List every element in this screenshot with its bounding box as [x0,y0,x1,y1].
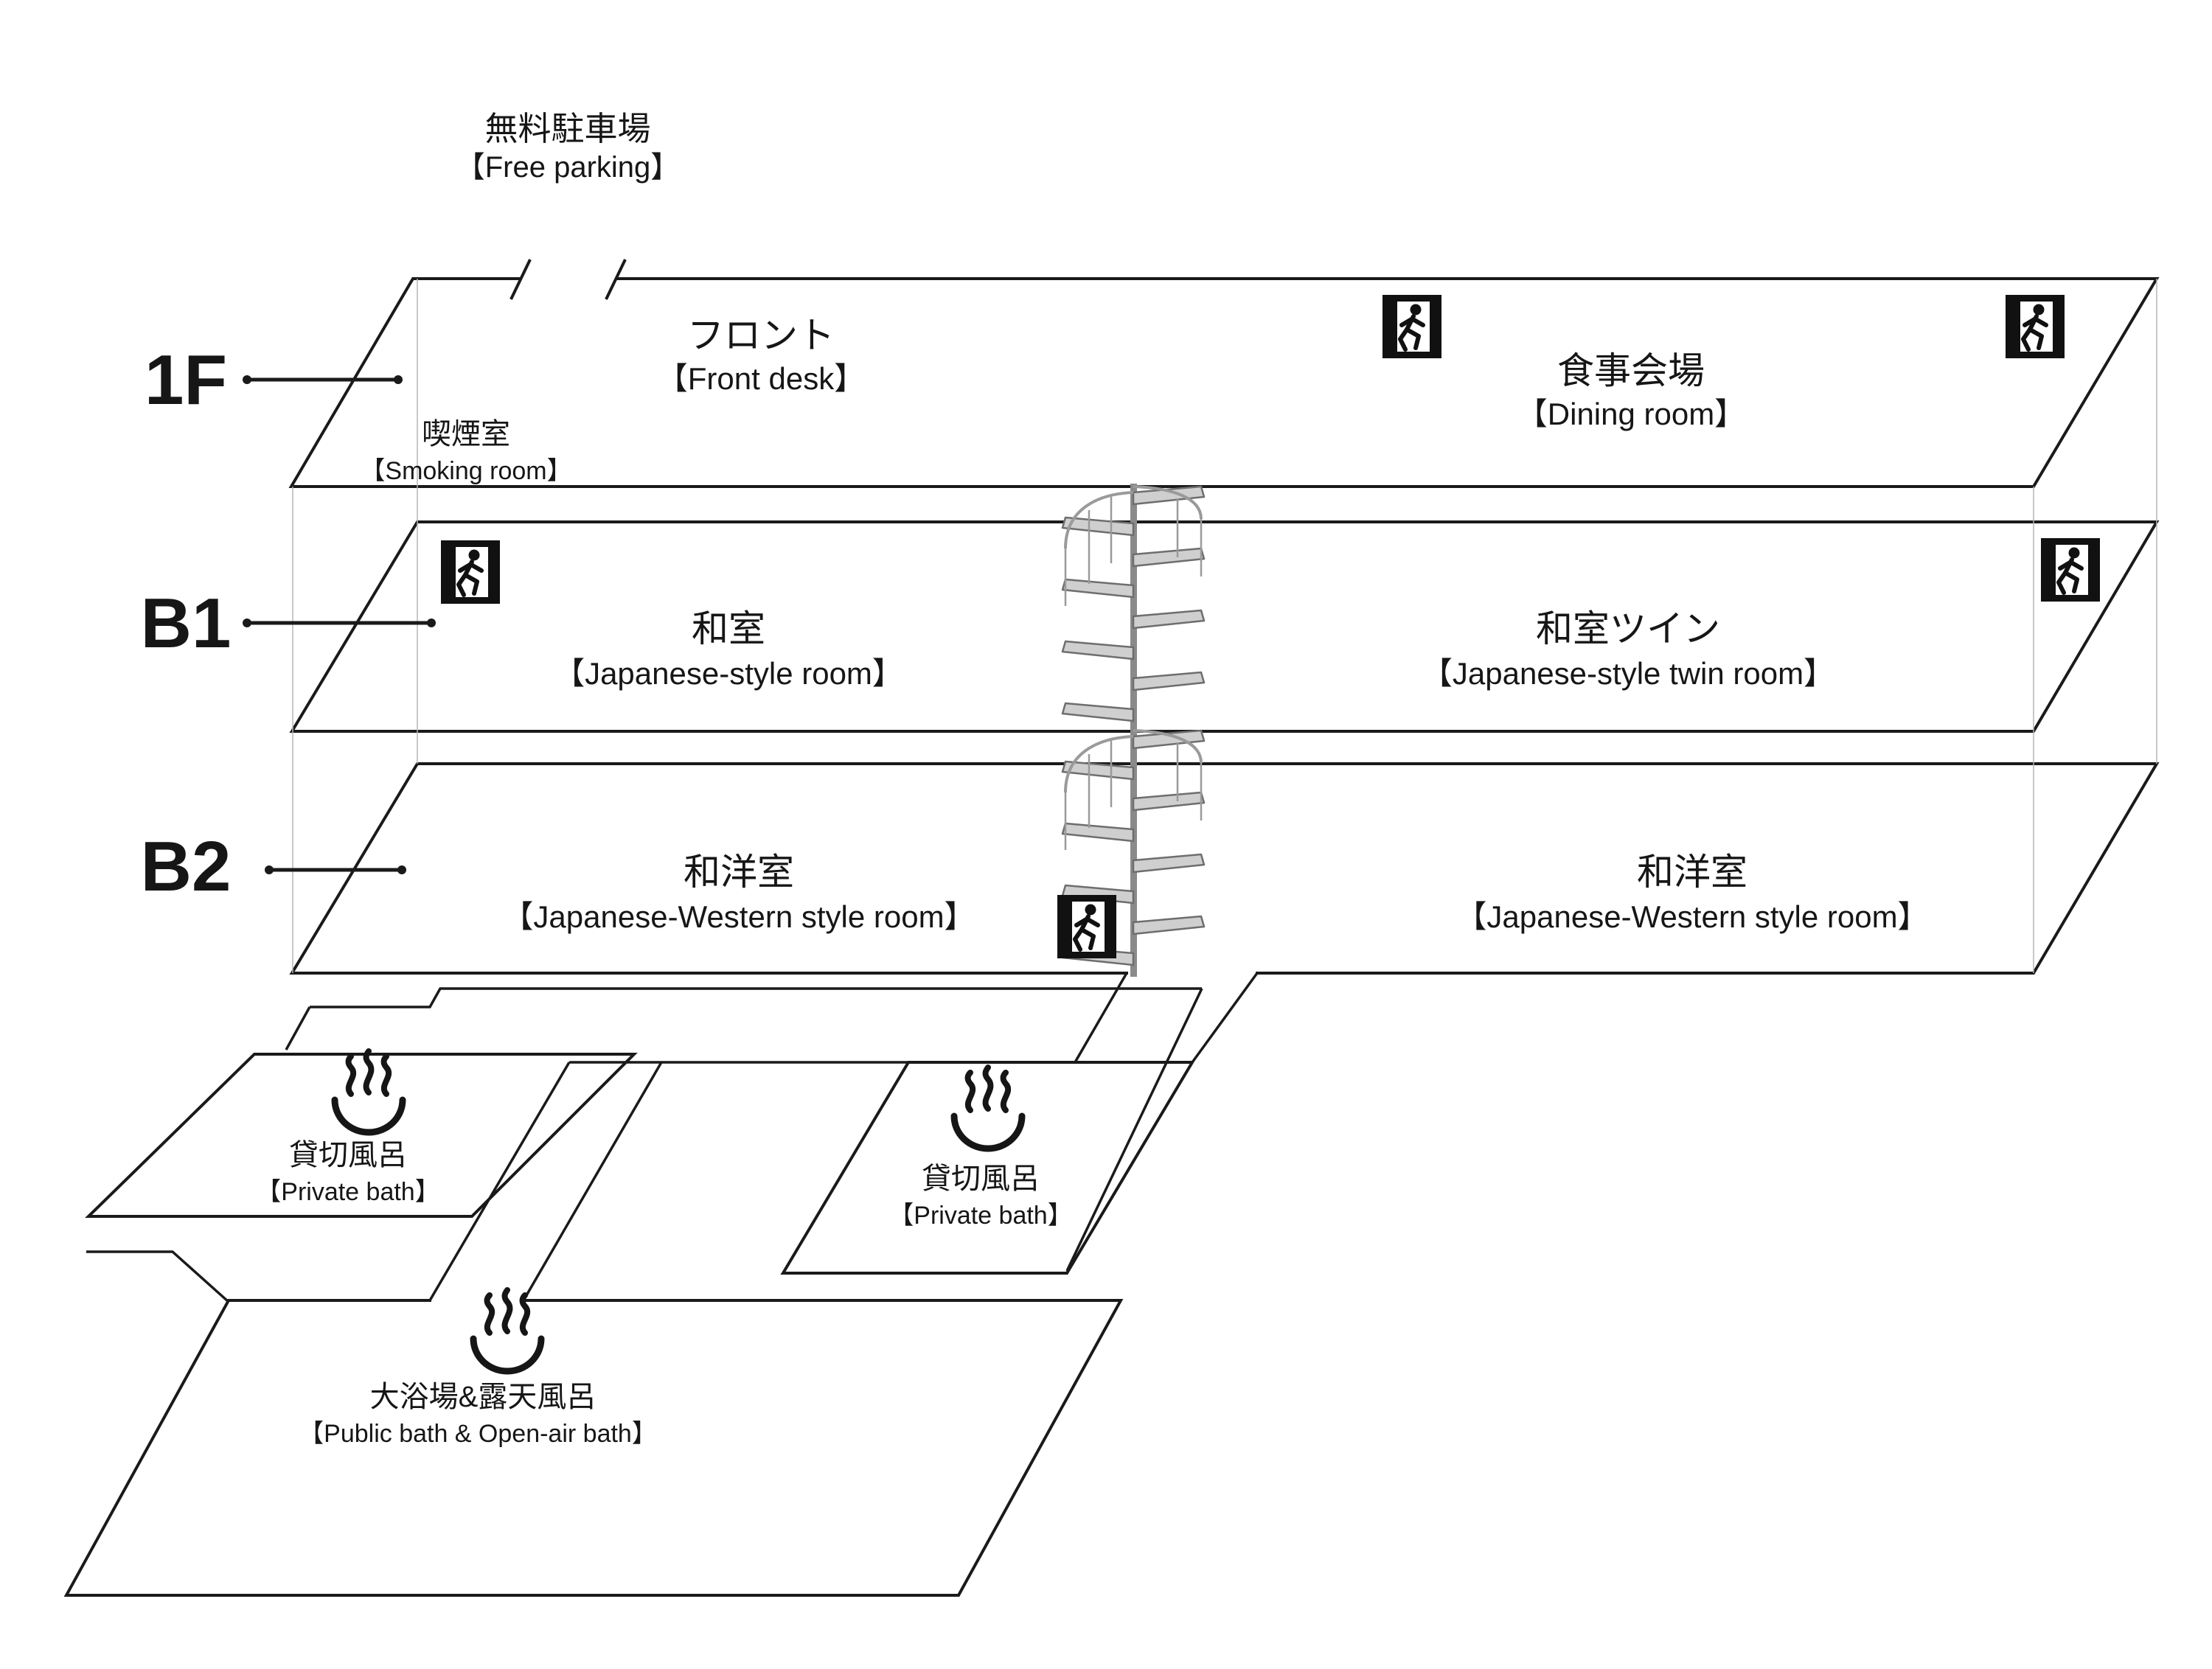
break-marks [509,259,627,300]
twin-room-label-jp: 和室ツイン [1536,608,1720,649]
smoking-room-label-en: 【Smoking room】 [360,457,571,485]
public-bath-label-en: 【Public bath & Open-air bath】 [299,1420,657,1448]
private-bath-2-label-en: 【Private bath】 [888,1202,1072,1230]
b2-corridor-gap [1128,967,1256,979]
floor-slab-b1 [289,520,2160,733]
exit-icon-b2 [1057,895,1116,958]
connector-corridors [86,972,1259,1303]
parking-label-en: 【Free parking】 [456,151,681,184]
private-bath-1-area [85,1053,638,1218]
japanese-room-label-en: 【Japanese-style room】 [554,656,903,691]
western-room-right-label-en: 【Japanese-Western style room】 [1455,899,1928,934]
corner-connector-lines [292,279,2157,973]
dining-room-label-jp: 食事会場 [1557,350,1705,391]
floor-slab-1f [288,277,2160,488]
japanese-room-label-jp: 和室 [692,608,765,649]
parking-label-jp: 無料駐車場 [484,110,650,147]
smoking-room-label-jp: 喫煙室 [422,418,510,450]
floor-slab-b2 [289,762,2160,975]
exit-icon-b1-left [441,540,500,604]
public-bath-corridor-gap [431,1295,522,1306]
dining-room-label-en: 【Dining room】 [1517,397,1745,431]
private-bath-2-label-jp: 貸切風呂 [922,1163,1040,1195]
floor-label-1f: 1F [145,341,227,419]
public-bath-label-jp: 大浴場&露天風呂 [370,1381,597,1413]
front-desk-label-en: 【Front desk】 [657,361,865,396]
leader-dots [243,375,436,874]
western-room-right-label-jp: 和洋室 [1637,851,1747,893]
twin-room-label-en: 【Japanese-style twin room】 [1422,656,1834,691]
floor-label-b2: B2 [141,827,232,906]
driveway-gap [521,273,616,285]
private-bath-1-label-en: 【Private bath】 [256,1178,439,1206]
western-room-left-label-en: 【Japanese-Western style room】 [502,899,975,934]
exit-icon-b1-right [2041,538,2100,602]
exit-icon-1f-right [2006,295,2065,358]
floor-label-b1: B1 [141,584,232,663]
leader-lines [247,377,431,872]
front-desk-label-jp: フロント [687,315,835,356]
public-bath-area [63,1299,1124,1597]
private-bath-1-label-jp: 貸切風呂 [289,1139,407,1171]
exit-icon-1f-left [1382,295,1441,358]
western-room-left-label-jp: 和洋室 [684,851,794,893]
